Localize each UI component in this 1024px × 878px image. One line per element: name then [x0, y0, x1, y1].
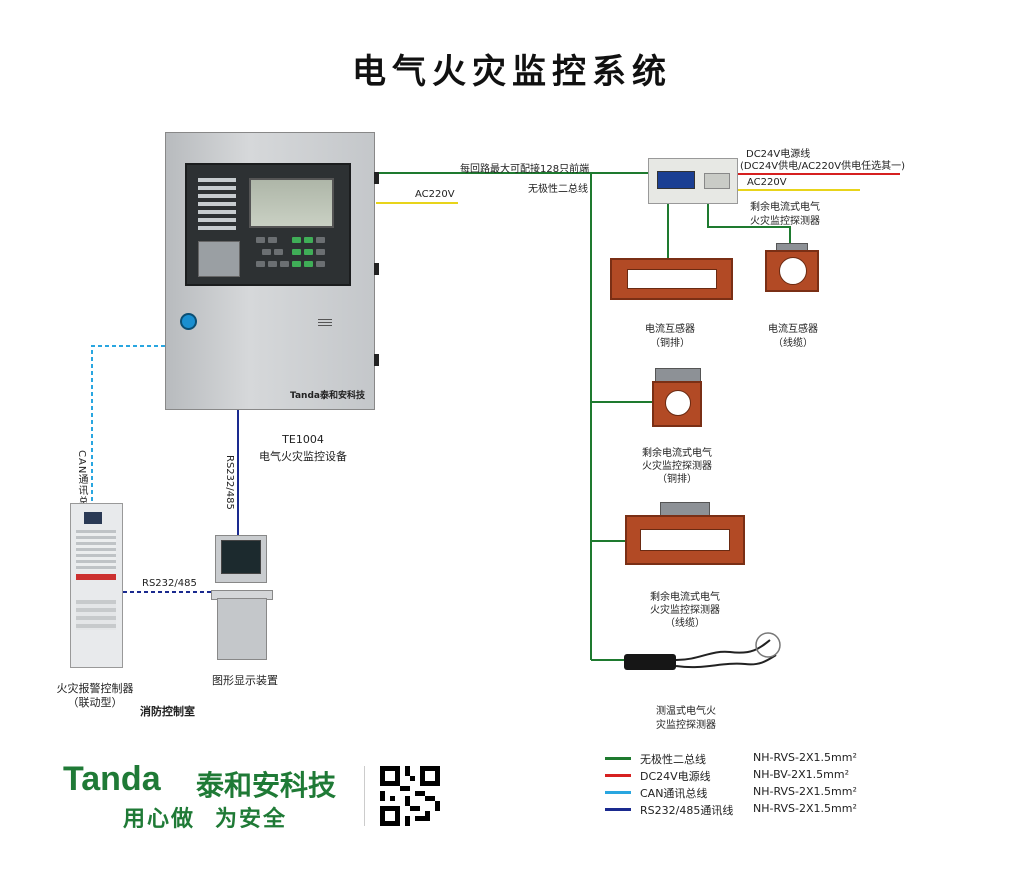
- sensor5-line2: 灾监控探测器: [656, 720, 716, 731]
- temp-probe-cable-2: [675, 654, 777, 669]
- legend-spec-dc: NH-BV-2X1.5mm²: [753, 768, 850, 781]
- sensor2-line1: 电流互感器: [768, 324, 818, 335]
- detector3-box: [655, 368, 701, 382]
- legend-swatch-rs485: [605, 808, 631, 811]
- bus-note-label: 每回路最大可配接128只前端: [460, 164, 590, 175]
- dc-power-label: DC24V电源线: [746, 149, 811, 160]
- sensor2-line2: （线缆）: [773, 338, 813, 349]
- brand-logo-en: Tanda: [63, 760, 161, 798]
- temp-probe-loop: [755, 632, 781, 658]
- legend-name-dc: DC24V电源线: [640, 770, 711, 783]
- slogan-part-a: 用心做: [123, 807, 196, 832]
- room-label: 消防控制室: [140, 705, 195, 718]
- keypad: [256, 237, 328, 277]
- ac-right-label: AC220V: [747, 177, 787, 188]
- rs-horiz-label: RS232/485: [142, 578, 197, 589]
- detector4-box: [660, 502, 710, 516]
- can-bus-label: CAN通讯总线: [76, 450, 87, 519]
- diagram-title: 电气火灾监控系统: [352, 52, 672, 92]
- legend-spec-can: NH-RVS-2X1.5mm²: [753, 785, 857, 798]
- indicator-leds: [198, 176, 240, 236]
- sensor3-line1: 剩余电流式电气: [642, 448, 712, 459]
- sensor3-line3: （铜排）: [657, 474, 697, 485]
- module-to-ct2: [707, 204, 791, 243]
- cabinet-hinge-mid: [374, 263, 379, 275]
- legend-name-rs485: RS232/485通讯线: [640, 804, 734, 817]
- dc-note-label: (DC24V供电/AC220V供电任选其一): [740, 161, 905, 172]
- temperature-detector: [624, 654, 676, 670]
- graphic-terminal-body: [217, 598, 267, 660]
- graphic-terminal-screen: [221, 540, 261, 574]
- controller-panel-red: [76, 574, 116, 580]
- key-lock-icon: [180, 313, 197, 330]
- controller-panel-rows: [76, 530, 116, 570]
- printer-slot: [198, 241, 240, 277]
- main-lcd-screen: [249, 178, 334, 228]
- cabinet-hinge-top: [374, 172, 379, 184]
- speaker-vent: [318, 319, 332, 327]
- cabinet-hinge-bottom: [374, 354, 379, 366]
- graphic-terminal-label: 图形显示装置: [212, 674, 278, 687]
- fire-alarm-controller: [70, 503, 123, 668]
- ct-cable: [765, 250, 819, 292]
- legend-spec-rs485: NH-RVS-2X1.5mm²: [753, 802, 857, 815]
- sensor4-line1: 剩余电流式电气: [650, 592, 720, 603]
- detector3-ct: [652, 381, 702, 427]
- ct-busbar: [610, 258, 733, 300]
- controller-drawer: [76, 600, 116, 630]
- can-line: [91, 345, 165, 505]
- rs-vert-label: RS232/485: [224, 455, 235, 510]
- bus-name-label: 无极性二总线: [528, 184, 588, 195]
- legend-name-bus: 无极性二总线: [640, 753, 706, 766]
- legend-swatch-can: [605, 791, 631, 794]
- sensor1-line2: （铜排）: [650, 338, 690, 349]
- main-device-model: TE1004: [282, 433, 324, 446]
- slogan-part-b: 为安全: [215, 807, 288, 832]
- legend-swatch-bus: [605, 757, 631, 760]
- ac-left-label: AC220V: [415, 189, 455, 200]
- controller-screen: [84, 512, 102, 524]
- main-device-name: 电气火灾监控设备: [259, 450, 347, 463]
- controller-line1: 火灾报警控制器: [56, 682, 134, 695]
- sensor3-line2: 火灾监控探测器: [642, 461, 712, 472]
- brand-logo-cn: 泰和安科技: [196, 769, 337, 802]
- footer-divider: [364, 766, 365, 826]
- legend-spec-bus: NH-RVS-2X1.5mm²: [753, 751, 857, 764]
- controller-line2: （联动型）: [67, 696, 123, 709]
- module-lcd: [657, 171, 695, 189]
- sensor1-line1: 电流互感器: [645, 324, 695, 335]
- module-name-2: 火灾监控探测器: [750, 216, 820, 227]
- qr-code-icon: [380, 766, 440, 826]
- module-keys: [704, 173, 730, 189]
- legend-name-can: CAN通讯总线: [640, 787, 708, 800]
- cabinet-brand: Tanda泰和安科技: [290, 391, 365, 401]
- sensor4-line2: 火灾监控探测器: [650, 605, 720, 616]
- legend-swatch-dc: [605, 774, 631, 777]
- sensor4-line3: （线缆）: [665, 618, 705, 629]
- detector4-ct: [625, 515, 745, 565]
- temp-probe-cable: [675, 639, 771, 661]
- sensor5-line1: 测温式电气火: [656, 706, 716, 717]
- module-name-1: 剩余电流式电气: [750, 202, 820, 213]
